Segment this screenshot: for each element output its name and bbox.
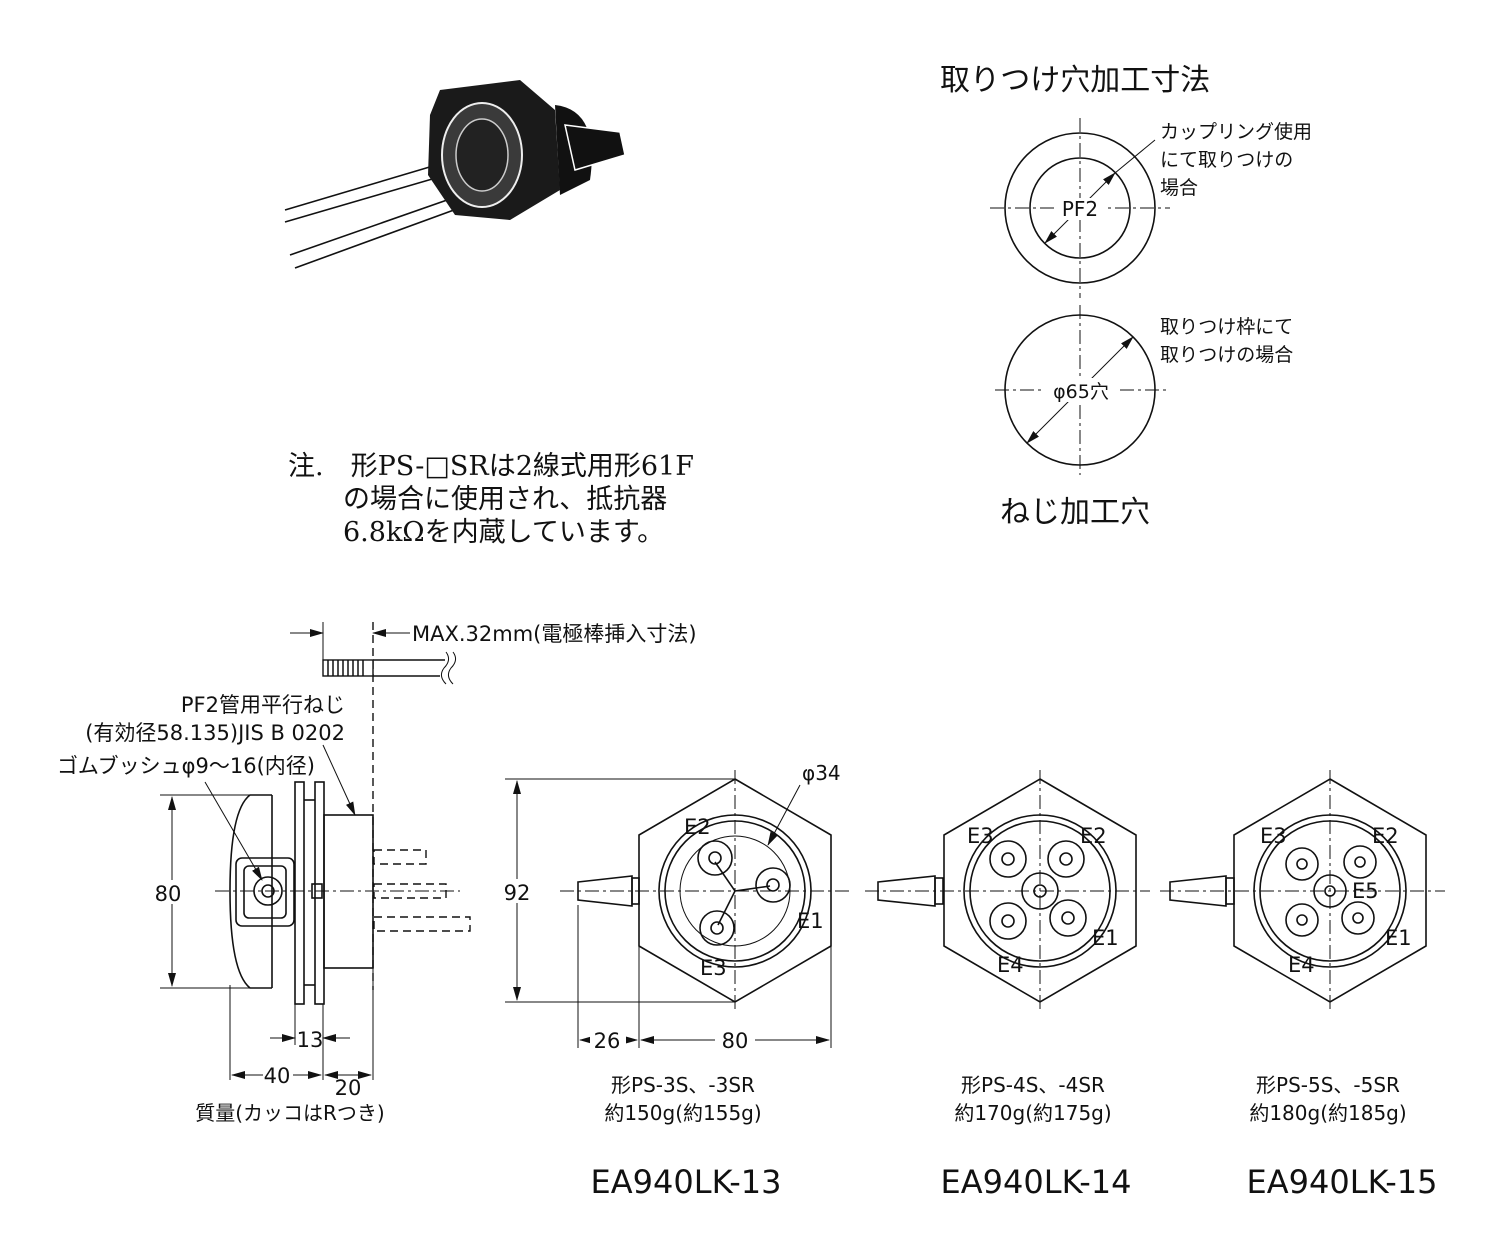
coupling-hole-diagram (990, 118, 1170, 298)
screw-hole-title: ねじ加工穴 (1000, 495, 1150, 530)
electrode-e3: E3 (1260, 824, 1287, 848)
product-code-15: EA940LK-15 (1247, 1163, 1438, 1201)
model-label-4s: 形PS-4S、-4SR (961, 1073, 1105, 1097)
pf2-label: PF2 (1062, 197, 1098, 221)
thread-label-1: PF2管用平行ねじ (181, 693, 345, 717)
frame-hole-diagram (995, 305, 1170, 475)
mounting-hole-title: 取りつけ穴加工寸法 (940, 63, 1210, 98)
coupling-label-3: 場合 (1160, 177, 1198, 199)
dim-40: 40 (264, 1064, 291, 1088)
electrode-e2: E2 (684, 815, 711, 839)
front-view-ps3s (500, 770, 850, 1052)
electrode-e2: E2 (1080, 824, 1107, 848)
electrode-e4: E4 (1288, 953, 1315, 977)
electrode-e1: E1 (797, 909, 824, 933)
model-label-3s: 形PS-3S、-3SR (611, 1073, 755, 1097)
side-view (160, 622, 471, 1086)
coupling-label-1: カップリング使用 (1160, 121, 1312, 143)
note-line-1: 注. 形PS-□SRは2線式用形61F (288, 451, 694, 482)
phi34-label: φ34 (802, 761, 841, 785)
mass-label-3s: 約150g(約155g) (604, 1101, 761, 1125)
dim-13: 13 (297, 1028, 324, 1052)
dim-92: 92 (504, 881, 531, 905)
mass-label-4s: 約170g(約175g) (954, 1101, 1111, 1125)
electrode-e2: E2 (1372, 824, 1399, 848)
dim-height-80: 80 (155, 882, 182, 906)
electrode-e1: E1 (1385, 926, 1412, 950)
electrode-e3: E3 (700, 956, 727, 980)
electrode-e4: E4 (997, 953, 1024, 977)
electrode-e1: E1 (1092, 926, 1119, 950)
bush-label: ゴムブッシュφ9〜16(内径) (57, 754, 315, 778)
product-code-14: EA940LK-14 (941, 1163, 1132, 1201)
product-code-13: EA940LK-13 (591, 1163, 782, 1201)
front-view-ps5s (1160, 770, 1445, 1010)
model-label-5s: 形PS-5S、-5SR (1256, 1073, 1400, 1097)
max-insertion-label: MAX.32mm(電極棒挿入寸法) (412, 622, 697, 646)
mass-label-5s: 約180g(約185g) (1249, 1101, 1406, 1125)
electrode-e3: E3 (967, 824, 994, 848)
note-line-2: の場合に使用され、抵抗器 (343, 484, 667, 515)
note-line-3: 6.8kΩを内蔵しています。 (343, 517, 664, 548)
hole-diameter-label: φ65穴 (1053, 381, 1109, 403)
dim-80-front: 80 (722, 1029, 749, 1053)
dim-26: 26 (594, 1029, 621, 1053)
frame-label-1: 取りつけ枠にて (1160, 316, 1293, 338)
coupling-label-2: にて取りつけの (1160, 149, 1293, 171)
frame-label-2: 取りつけの場合 (1160, 344, 1293, 366)
electrode-e5: E5 (1352, 879, 1379, 903)
front-view-ps4s (865, 770, 1150, 1010)
thread-label-2: (有効径58.135)JIS B 0202 (85, 721, 345, 745)
mass-note: 質量(カッコはRつき) (195, 1101, 385, 1125)
dim-20: 20 (335, 1076, 362, 1100)
product-illustration (284, 80, 626, 269)
